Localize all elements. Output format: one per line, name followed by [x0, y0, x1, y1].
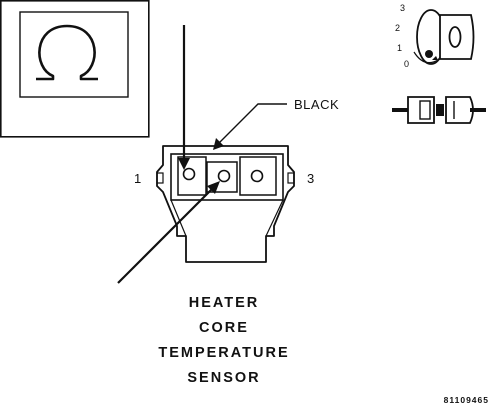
ignition-position-3: 3: [400, 3, 405, 13]
caption-line-1: HEATER: [189, 295, 260, 311]
figure-number: 81109465: [444, 395, 489, 405]
meter-display: [19, 11, 129, 98]
caption-line-2: CORE: [199, 320, 249, 336]
pin-label-1: 1: [134, 171, 141, 186]
caption-line-3: TEMPERATURE: [158, 345, 289, 361]
ignition-position-2: 2: [395, 23, 400, 33]
meter-probe-lead-2: [117, 181, 220, 284]
caption-line-4: SENSOR: [187, 370, 260, 386]
terminal-2: [217, 169, 231, 183]
ohm-icon: [36, 24, 98, 81]
ignition-position-0: 0: [404, 59, 409, 69]
wire-callout: [213, 103, 287, 150]
terminal-3: [250, 169, 264, 183]
meter-probe-lead-1: [178, 25, 190, 170]
ohmmeter-box: [0, 0, 150, 138]
disconnected-connector-icon: [392, 96, 486, 124]
sensor-connector: [156, 145, 295, 263]
ignition-key-icon: 3 2 1 0: [395, 3, 475, 69]
terminal-1: [182, 167, 196, 181]
component-caption: HEATER CORE TEMPERATURE SENSOR: [158, 295, 289, 386]
wire-color-label: BLACK: [294, 97, 339, 112]
ignition-position-1: 1: [397, 43, 402, 53]
pin-label-3: 3: [307, 171, 314, 186]
